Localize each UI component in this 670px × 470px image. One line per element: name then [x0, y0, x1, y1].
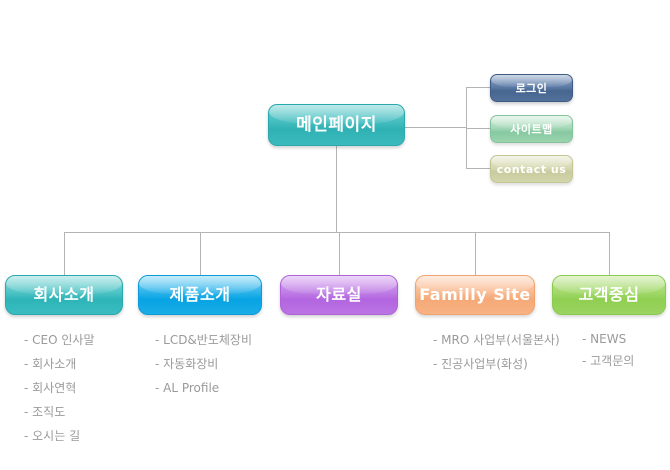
node-category-customer[interactable]: 고객중심	[552, 275, 666, 315]
connector-drop-company	[64, 232, 65, 275]
list-item[interactable]: - CEO 인사말	[24, 333, 95, 347]
node-contact-us[interactable]: contact us	[490, 155, 573, 183]
node-category-product[interactable]: 제품소개	[138, 275, 262, 315]
node-main-page-label: 메인페이지	[296, 114, 377, 135]
node-category-family-site[interactable]: Familly Site	[415, 275, 535, 315]
list-item[interactable]: - 회사연혁	[24, 381, 77, 395]
node-category-archive-label: 자료실	[316, 285, 362, 304]
node-sitemap-label: 사이트맵	[510, 122, 553, 136]
connector-main-to-utility	[405, 127, 466, 128]
connector-stub-contact	[466, 168, 490, 169]
list-item[interactable]: - MRO 사업부(서울본사)	[433, 333, 560, 347]
node-category-archive[interactable]: 자료실	[280, 275, 398, 315]
list-item[interactable]: - LCD&반도체장비	[155, 333, 253, 347]
sublist-customer: - NEWS - 고객문의	[582, 328, 634, 372]
node-contact-us-label: contact us	[496, 162, 567, 176]
list-item[interactable]: - 조직도	[24, 405, 66, 419]
list-item[interactable]: - AL Profile	[155, 381, 220, 395]
node-category-product-label: 제품소개	[169, 285, 231, 304]
list-item[interactable]: - 고객문의	[582, 354, 635, 368]
list-item[interactable]: - 오시는 길	[24, 429, 81, 443]
connector-drop-customer	[609, 232, 610, 275]
connector-stub-login	[466, 87, 490, 88]
connector-category-bus	[64, 232, 609, 233]
connector-drop-archive	[339, 232, 340, 275]
list-item[interactable]: - 진공사업부(화성)	[433, 357, 528, 371]
connector-drop-product	[200, 232, 201, 275]
sublist-company: - CEO 인사말 - 회사소개 - 회사연혁 - 조직도 - 오시는 길	[24, 328, 95, 448]
list-item[interactable]: - 회사소개	[24, 357, 77, 371]
sublist-family-site: - MRO 사업부(서울본사) - 진공사업부(화성)	[433, 328, 560, 376]
node-login[interactable]: 로그인	[490, 74, 573, 102]
sublist-product: - LCD&반도체장비 - 자동화장비 - AL Profile	[155, 328, 252, 400]
node-main-page[interactable]: 메인페이지	[268, 104, 405, 146]
connector-drop-family	[475, 232, 476, 275]
connector-stub-sitemap	[466, 128, 490, 129]
list-item[interactable]: - 자동화장비	[155, 357, 219, 371]
list-item[interactable]: - NEWS	[582, 332, 627, 346]
node-category-customer-label: 고객중심	[578, 285, 640, 304]
node-sitemap[interactable]: 사이트맵	[490, 115, 573, 143]
node-category-company[interactable]: 회사소개	[5, 275, 123, 315]
connector-main-down	[336, 146, 337, 232]
node-login-label: 로그인	[515, 81, 548, 95]
node-category-family-site-label: Familly Site	[419, 285, 531, 304]
node-category-company-label: 회사소개	[33, 285, 95, 304]
